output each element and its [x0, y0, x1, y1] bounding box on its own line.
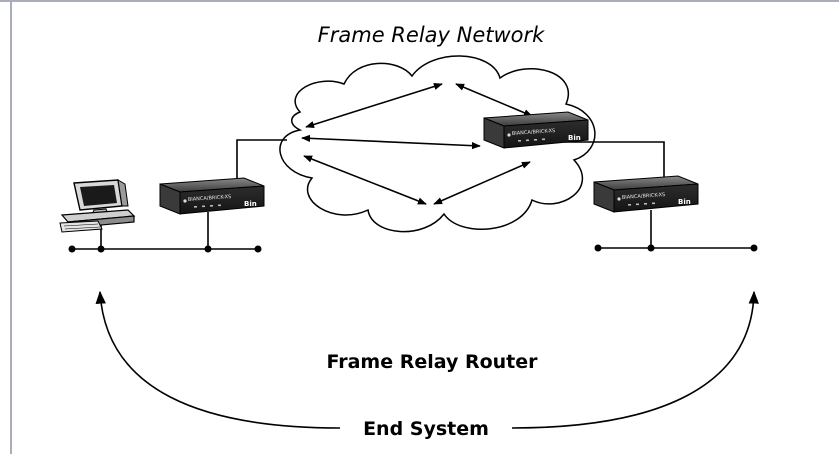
router-model-label: BIANCA/BRICK-XS — [512, 128, 556, 137]
router-brand-label: Bin — [244, 200, 257, 208]
router-brand-label: Bin — [568, 134, 581, 142]
end-system-arc-left — [95, 290, 341, 429]
link-arrow-5 — [433, 161, 531, 205]
router-brand-label: Bin — [678, 198, 691, 206]
lan-node — [750, 244, 758, 252]
router-model-label: BIANCA/BRICK-XS — [188, 194, 232, 203]
left-uplink-wire — [236, 139, 287, 182]
right-uplink-wire — [564, 141, 665, 178]
link-arrow-1 — [305, 83, 443, 128]
router-device-center: BIANCA/BRICK-XS Bin — [483, 111, 589, 149]
lan-node — [204, 245, 212, 253]
link-arrow-4 — [303, 155, 427, 205]
diagram-title: Frame Relay Network — [318, 23, 545, 47]
lan-node — [68, 245, 76, 253]
lan-node — [647, 244, 655, 252]
router-label: Frame Relay Router — [326, 351, 538, 373]
end-system-arc-right — [511, 290, 759, 429]
computer-icon — [59, 179, 136, 233]
end-system-label: End System — [363, 418, 489, 440]
link-arrow-2 — [455, 83, 533, 117]
lan-node — [97, 245, 105, 253]
router-device-right: BIANCA/BRICK-XS Bin — [593, 175, 699, 213]
link-arrow-3 — [301, 134, 481, 150]
lan-node — [594, 244, 602, 252]
router-model-label: BIANCA/BRICK-XS — [622, 192, 666, 201]
router-device-left: BIANCA/BRICK-XS Bin — [159, 177, 265, 215]
lan-node — [254, 245, 262, 253]
